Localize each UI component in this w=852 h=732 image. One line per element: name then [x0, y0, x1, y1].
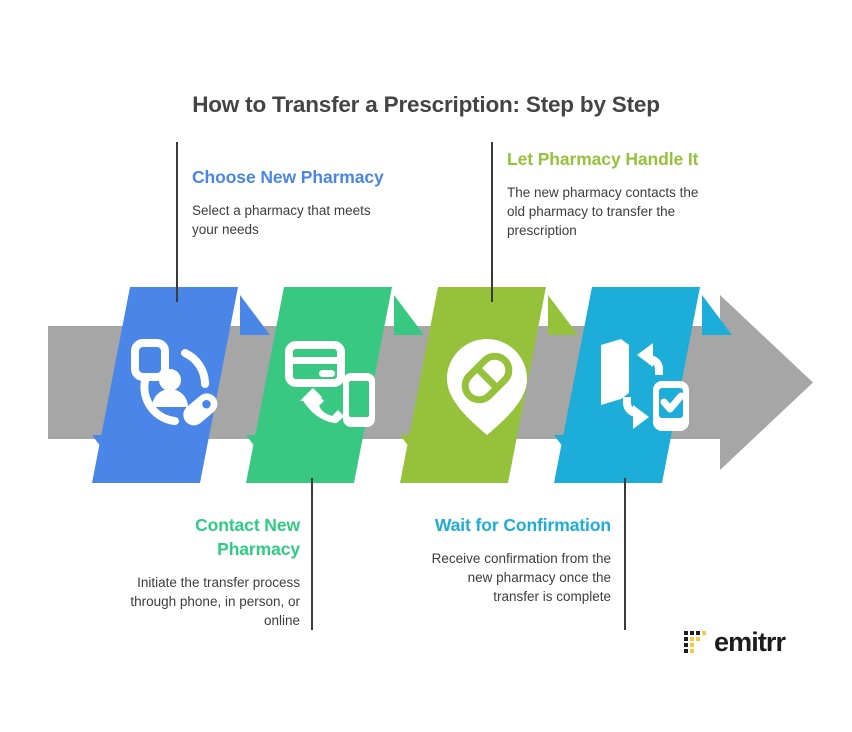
connector-line-step-4	[624, 478, 626, 630]
step-heading-contact-new-pharmacy: Contact New Pharmacy	[195, 515, 300, 559]
step-heading-wait-for-confirmation: Wait for Confirmation	[434, 515, 611, 535]
card-phone-handset-icon	[277, 331, 387, 441]
step-body-let-pharmacy-handle-it: The new pharmacy contacts the old pharma…	[507, 185, 699, 238]
connector-line-step-1	[176, 142, 178, 302]
step-heading-let-pharmacy-handle-it: Let Pharmacy Handle It	[507, 149, 699, 169]
connector-line-step-3	[491, 142, 493, 302]
step-text-contact-new-pharmacy: Contact New Pharmacy Initiate the transf…	[112, 513, 300, 630]
brand-wordmark: emitrr	[714, 627, 786, 657]
transfer-arrows-phone-check-icon	[587, 331, 697, 441]
map-pin-pill-icon	[432, 331, 542, 441]
person-document-pill-icon	[121, 331, 231, 441]
step-text-wait-for-confirmation: Wait for Confirmation Receive confirmati…	[425, 513, 611, 606]
step-body-wait-for-confirmation: Receive confirmation from the new pharma…	[431, 551, 611, 604]
brand-logo: emitrr	[684, 627, 786, 657]
emitrr-dot-grid-icon	[684, 631, 706, 653]
step-body-contact-new-pharmacy: Initiate the transfer process through ph…	[130, 575, 300, 628]
step-body-choose-new-pharmacy: Select a pharmacy that meets your needs	[192, 203, 371, 237]
step-text-let-pharmacy-handle-it: Let Pharmacy Handle It The new pharmacy …	[507, 147, 707, 240]
step-text-choose-new-pharmacy: Choose New Pharmacy Select a pharmacy th…	[192, 165, 388, 239]
step-heading-choose-new-pharmacy: Choose New Pharmacy	[192, 167, 384, 187]
page-title: How to Transfer a Prescription: Step by …	[192, 92, 660, 117]
connector-line-step-2	[311, 478, 313, 630]
